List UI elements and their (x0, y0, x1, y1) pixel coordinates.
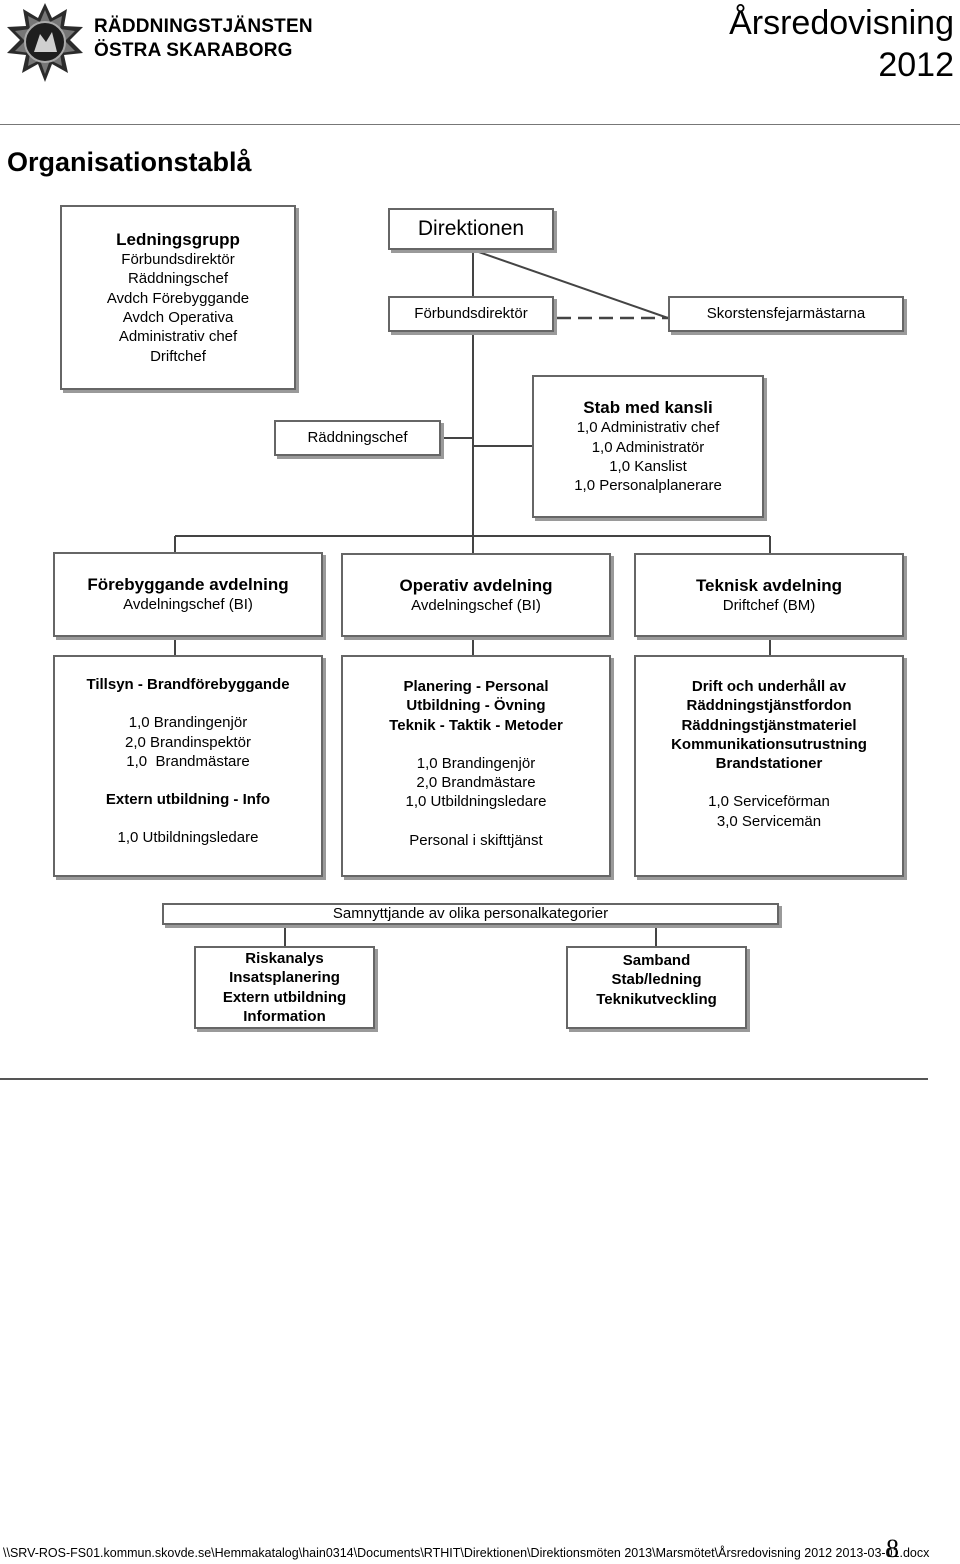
samnyttjande-bar: Samnyttjande av olika personalkategorier (162, 903, 779, 925)
unit-title: Utbildning - Övning (406, 697, 546, 715)
department-head: Avdelningschef (BI) (411, 596, 541, 614)
unit-staff: 1,0 Brandmästare (126, 752, 250, 770)
unit-title: Tillsyn - Brandförebyggande (86, 676, 290, 693)
unit-staff: 1,0 Serviceförman (708, 793, 830, 811)
shared-item: Teknikutveckling (596, 990, 717, 1008)
unit-staff: 1,0 Utbildningsledare (405, 793, 547, 811)
skorstensfejar-label: Skorstensfejarmästarna (706, 305, 866, 323)
unit-section-title: Extern utbildning - Info (105, 791, 271, 809)
unit-title: Planering - Personal (403, 678, 549, 695)
stab-member: 1,0 Administrativ chef (576, 419, 720, 437)
shared-item: Stab/ledning (611, 971, 702, 989)
shared-item: Extern utbildning (222, 988, 347, 1006)
unit-staff: 2,0 Brandmästare (416, 774, 536, 792)
unit-staff: 1,0 Brandingenjör (416, 754, 536, 772)
department-head: Driftchef (BM) (722, 596, 816, 614)
ledningsgrupp-title: Ledningsgrupp (116, 230, 240, 250)
stab-member: 1,0 Administratör (591, 438, 705, 456)
unit-tillsyn: Tillsyn - Brandförebyggande 1,0 Branding… (53, 655, 323, 877)
skorstensfejar-box: Skorstensfejarmästarna (668, 296, 904, 332)
header-divider (0, 124, 960, 125)
department-operativ: Operativ avdelning Avdelningschef (BI) (341, 553, 611, 637)
stab-box: Stab med kansli 1,0 Administrativ chef 1… (532, 375, 764, 518)
ledningsgrupp-member: Administrativ chef (118, 328, 238, 346)
unit-title: Teknik - Taktik - Metoder (389, 716, 563, 734)
unit-title: Räddningstjänstfordon (686, 697, 852, 715)
forbundsdirektor-label: Förbundsdirektör (414, 305, 528, 323)
ledningsgrupp-member: Avdch Förebyggande (106, 289, 250, 307)
organization-name-line2: ÖSTRA SKARABORG (94, 40, 293, 61)
unit-staff: 1,0 Brandingenjör (128, 714, 248, 732)
raddningschef-label: Räddningschef (307, 429, 408, 447)
page-title: Organisationstablå (7, 147, 252, 177)
samnyttjande-label: Samnyttjande av olika personalkategorier (332, 905, 609, 922)
document-year: 2012 (878, 46, 954, 84)
direktionen-box: Direktionen (388, 208, 554, 250)
department-teknisk: Teknisk avdelning Driftchef (BM) (634, 553, 904, 637)
footer-file-path: \\SRV-ROS-FS01.kommun.skovde.se\Hemmakat… (3, 1546, 930, 1560)
stab-title: Stab med kansli (583, 398, 713, 418)
fire-rescue-star-emblem-icon (7, 3, 83, 82)
unit-staff: 3,0 Servicemän (716, 812, 822, 830)
unit-title: Brandstationer (715, 755, 823, 773)
section-divider (0, 1078, 928, 1080)
shared-box-left: Riskanalys Insatsplanering Extern utbild… (194, 946, 375, 1029)
unit-staff: 2,0 Brandinspektör (125, 733, 251, 751)
ledningsgrupp-box: Ledningsgrupp Förbundsdirektör Räddnings… (60, 205, 296, 390)
unit-title: Drift och underhåll av (691, 678, 847, 695)
unit-staff: 1,0 Utbildningsledare (117, 829, 259, 847)
department-forebyggande: Förebyggande avdelning Avdelningschef (B… (53, 552, 323, 637)
unit-title: Räddningstjänstmateriel (681, 716, 857, 734)
ledningsgrupp-member: Driftchef (150, 347, 206, 365)
unit-staff: Personal i skifttjänst (409, 831, 543, 849)
shared-box-right: Samband Stab/ledning Teknikutveckling (566, 946, 747, 1029)
shared-item: Riskanalys (245, 949, 324, 967)
document-title: Årsredovisning (729, 4, 954, 42)
direktionen-label: Direktionen (417, 217, 525, 241)
department-title: Operativ avdelning (399, 575, 553, 595)
stab-member: 1,0 Kanslist (609, 458, 687, 475)
raddningschef-box: Räddningschef (274, 420, 441, 456)
stab-member: 1,0 Personalplanerare (574, 477, 722, 495)
organization-name-line1: RÄDDNINGSTJÄNSTEN (94, 16, 313, 37)
department-title: Förebyggande avdelning (87, 575, 289, 595)
shared-item: Information (243, 1007, 326, 1025)
department-title: Teknisk avdelning (695, 575, 843, 595)
shared-item: Samband (622, 952, 691, 969)
unit-teknisk: Drift och underhåll av Räddningstjänstfo… (634, 655, 904, 877)
shared-item: Insatsplanering (229, 969, 340, 987)
ledningsgrupp-member: Avdch Operativa (122, 309, 234, 326)
unit-operativ: Planering - Personal Utbildning - Övning… (341, 655, 611, 877)
ledningsgrupp-member: Förbundsdirektör (121, 251, 235, 269)
page-number: 8 (886, 1534, 899, 1563)
forbundsdirektor-box: Förbundsdirektör (388, 296, 554, 332)
unit-title: Kommunikationsutrustning (671, 735, 867, 753)
department-head: Avdelningschef (BI) (123, 596, 253, 614)
ledningsgrupp-member: Räddningschef (127, 270, 229, 288)
